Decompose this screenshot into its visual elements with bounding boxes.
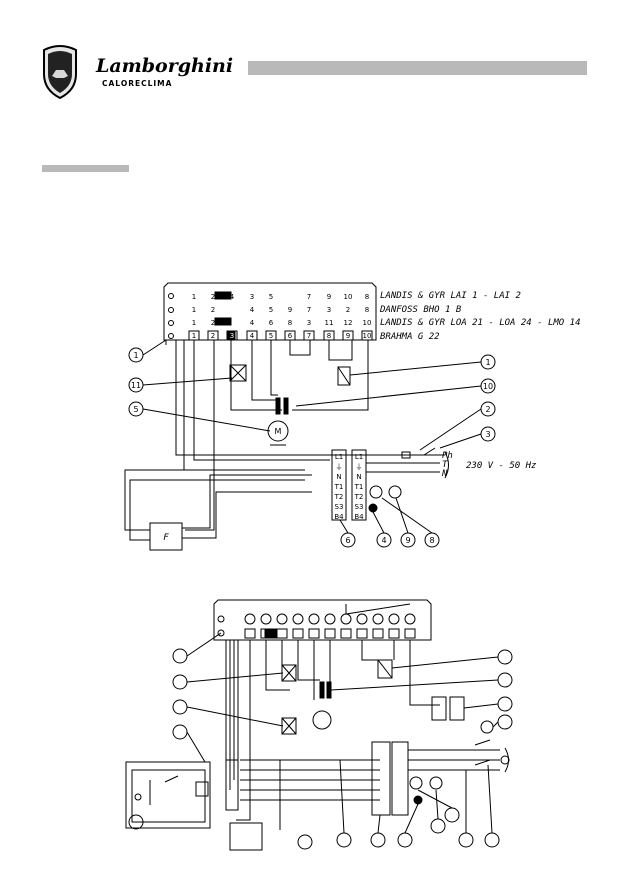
brand-subtitle: CALORECLIMA bbox=[102, 79, 172, 88]
svg-text:1: 1 bbox=[192, 293, 196, 301]
svg-text:2: 2 bbox=[211, 306, 215, 314]
svg-text:L1: L1 bbox=[355, 453, 363, 461]
section-bar bbox=[42, 165, 129, 172]
svg-text:T2: T2 bbox=[334, 493, 344, 501]
svg-text:10: 10 bbox=[344, 293, 353, 301]
svg-text:3: 3 bbox=[327, 306, 331, 314]
svg-text:8: 8 bbox=[327, 332, 331, 340]
svg-text:N: N bbox=[336, 473, 341, 481]
svg-text:5: 5 bbox=[269, 306, 273, 314]
motor-label: M bbox=[275, 427, 282, 436]
svg-text:3: 3 bbox=[307, 319, 311, 327]
row-label-2: DANFOSS BHO 1 B bbox=[379, 305, 462, 315]
svg-text:8: 8 bbox=[365, 306, 369, 314]
svg-text:1: 1 bbox=[192, 332, 196, 340]
svg-text:10: 10 bbox=[483, 382, 493, 391]
svg-text:7: 7 bbox=[307, 293, 311, 301]
block-f-label: F bbox=[163, 533, 169, 543]
svg-text:10: 10 bbox=[363, 319, 372, 327]
svg-text:6: 6 bbox=[345, 536, 350, 545]
svg-text:⏚: ⏚ bbox=[356, 463, 363, 471]
svg-text:7: 7 bbox=[307, 306, 311, 314]
lamborghini-logo: Lamborghini CALORECLIMA bbox=[43, 45, 233, 100]
bull-icon bbox=[52, 70, 68, 78]
svg-text:1: 1 bbox=[192, 319, 196, 327]
svg-text:⏚: ⏚ bbox=[336, 463, 343, 471]
brand-name: Lamborghini bbox=[95, 55, 233, 77]
svg-text:B4: B4 bbox=[334, 513, 344, 521]
svg-text:9: 9 bbox=[288, 306, 292, 314]
svg-text:N: N bbox=[356, 473, 361, 481]
svg-text:10: 10 bbox=[363, 332, 372, 340]
svg-text:8: 8 bbox=[365, 293, 369, 301]
svg-text:S3: S3 bbox=[355, 503, 364, 511]
svg-text:9: 9 bbox=[405, 536, 410, 545]
terminal-row-4: 1 2 3 4 5 6 7 8 9 10 bbox=[192, 332, 372, 340]
svg-text:3: 3 bbox=[230, 332, 234, 340]
earth-label: T bbox=[442, 460, 448, 470]
voltage-label: 230 V - 50 Hz bbox=[466, 461, 536, 471]
svg-text:9: 9 bbox=[346, 332, 350, 340]
svg-text:2: 2 bbox=[346, 306, 350, 314]
svg-text:L1: L1 bbox=[335, 453, 343, 461]
svg-text:4: 4 bbox=[230, 293, 235, 301]
svg-text:5: 5 bbox=[269, 293, 273, 301]
svg-text:3: 3 bbox=[250, 293, 254, 301]
svg-text:2: 2 bbox=[211, 319, 215, 327]
terminal-row-2: 1 2 4 5 9 7 3 2 8 bbox=[192, 306, 369, 314]
svg-text:6: 6 bbox=[288, 332, 293, 340]
svg-text:2: 2 bbox=[211, 293, 215, 301]
svg-text:4: 4 bbox=[250, 319, 255, 327]
row-label-4: BRAHMA G 22 bbox=[380, 332, 440, 342]
svg-text:T2: T2 bbox=[354, 493, 364, 501]
svg-text:9: 9 bbox=[327, 293, 331, 301]
svg-text:S3: S3 bbox=[335, 503, 344, 511]
row-label-3: LANDIS & GYR LOA 21 - LOA 24 - LMO 14 bbox=[380, 318, 580, 328]
terminal-row-1: 1 2 4 3 5 7 9 10 8 bbox=[192, 293, 369, 301]
svg-text:5: 5 bbox=[269, 332, 273, 340]
svg-text:4: 4 bbox=[381, 536, 386, 545]
phase-label: Ph bbox=[442, 451, 453, 461]
header-bar bbox=[248, 61, 587, 75]
svg-text:1: 1 bbox=[485, 358, 490, 367]
svg-text:8: 8 bbox=[288, 319, 292, 327]
svg-text:6: 6 bbox=[269, 319, 274, 327]
svg-text:3: 3 bbox=[485, 430, 490, 439]
svg-text:T1: T1 bbox=[354, 483, 364, 491]
neutral-label: N bbox=[441, 469, 448, 479]
svg-text:B4: B4 bbox=[354, 513, 364, 521]
svg-text:2: 2 bbox=[485, 405, 490, 414]
row-label-1: LANDIS & GYR LAI 1 - LAI 2 bbox=[380, 291, 521, 301]
svg-text:12: 12 bbox=[344, 319, 353, 327]
svg-text:T1: T1 bbox=[334, 483, 344, 491]
svg-text:11: 11 bbox=[325, 319, 334, 327]
svg-text:4: 4 bbox=[250, 306, 255, 314]
svg-text:11: 11 bbox=[131, 381, 141, 390]
svg-text:1: 1 bbox=[133, 351, 138, 360]
svg-text:7: 7 bbox=[307, 332, 311, 340]
svg-text:4: 4 bbox=[250, 332, 255, 340]
svg-text:1: 1 bbox=[192, 306, 196, 314]
svg-text:5: 5 bbox=[133, 405, 138, 414]
svg-text:8: 8 bbox=[429, 536, 434, 545]
svg-text:2: 2 bbox=[211, 332, 215, 340]
